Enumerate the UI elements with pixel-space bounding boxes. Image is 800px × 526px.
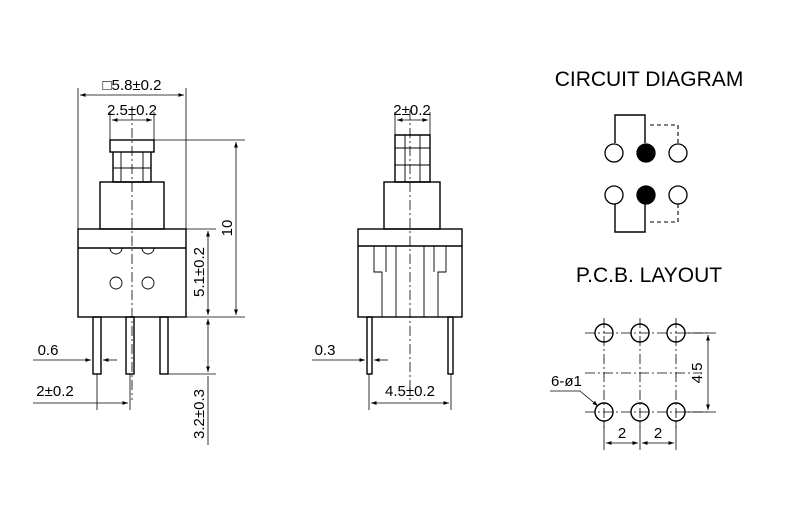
pcb-holes <box>594 323 686 422</box>
side-pin-width-dimension: 0.3 <box>312 342 388 362</box>
pcb-row-spacing-label: 4.5 <box>689 363 706 384</box>
side-pin-width-label: 0.3 <box>315 342 336 359</box>
terminal-common-bottom <box>636 185 656 205</box>
pcb-pitch-dimension: 2 2 <box>603 421 677 450</box>
front-pin-width-dimension: 0.6 <box>33 342 117 362</box>
terminal-no-bottom <box>668 185 688 205</box>
terminal-nc-bottom <box>604 185 624 205</box>
pcb-pitch-right-label: 2 <box>654 425 662 442</box>
front-stem-dimension: 2.5±0.2 <box>107 102 157 140</box>
terminal-common-top <box>636 143 656 163</box>
circuit-title: CIRCUIT DIAGRAM <box>555 68 744 91</box>
side-pin-span-dimension: 4.5±0.2 <box>368 374 452 410</box>
circuit-switch-path-top <box>650 124 679 143</box>
side-view: 2±0.2 0.3 4.5±0.2 <box>312 102 463 410</box>
side-pin-span-label: 4.5±0.2 <box>385 383 435 400</box>
front-pin-length-label: 3.2±0.3 <box>191 389 208 439</box>
front-pin-pitch-label: 2±0.2 <box>36 383 73 400</box>
terminal-nc-top <box>604 143 624 163</box>
circuit-diagram: CIRCUIT DIAGRAM <box>555 68 744 233</box>
front-pin-length-dimension: 3.2±0.3 <box>168 319 216 445</box>
front-width-dimension: □5.8±0.2 <box>77 77 187 229</box>
pcb-row-spacing-dimension: 4.5 <box>685 332 716 413</box>
front-height-dimension: 10 <box>154 139 245 318</box>
circuit-common-link-top <box>614 114 646 143</box>
front-pin-width-label: 0.6 <box>38 342 59 359</box>
front-outline <box>77 110 187 400</box>
front-height-label: 10 <box>219 220 236 237</box>
front-stem-label: 2.5±0.2 <box>107 102 157 119</box>
pcb-pitch-left-label: 2 <box>618 425 626 442</box>
circuit-common-link-bottom <box>614 204 646 233</box>
pcb-hole <box>630 323 650 343</box>
front-pin-pitch-dimension: 2±0.2 <box>33 374 131 410</box>
front-width-label: □5.8±0.2 <box>103 77 162 94</box>
pcb-hole <box>594 323 614 343</box>
side-stem-label: 2±0.2 <box>393 102 430 119</box>
front-body-label: 5.1±0.2 <box>191 247 208 297</box>
pcb-hole-label: 6-ø1 <box>551 373 582 390</box>
side-outline <box>357 110 463 400</box>
terminal-no-top <box>668 143 688 163</box>
circuit-switch-path-bottom <box>650 204 679 223</box>
pcb-title: P.C.B. LAYOUT <box>576 264 722 287</box>
side-stem-dimension: 2±0.2 <box>393 102 431 135</box>
front-view: □5.8±0.2 2.5±0.2 10 5.1±0.2 3.2±0.3 <box>33 77 245 445</box>
front-body-dimension: 5.1±0.2 <box>164 228 216 315</box>
pcb-hole-callout: 6-ø1 <box>550 373 599 407</box>
pcb-layout: P.C.B. LAYOUT 4.5 <box>550 264 722 450</box>
